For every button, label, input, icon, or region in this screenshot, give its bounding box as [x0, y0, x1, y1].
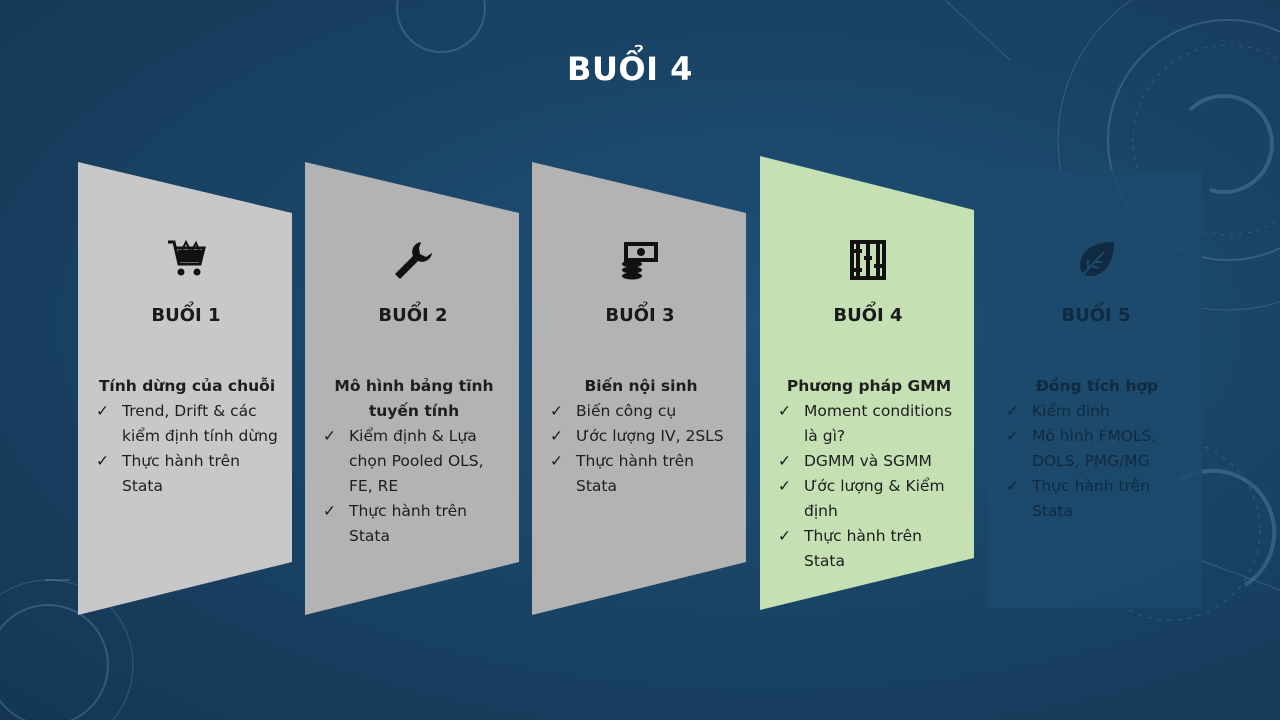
- card-list: ✓Biến công cụ ✓Ước lượng IV, 2SLS ✓Thực …: [548, 399, 738, 499]
- list-item: ✓Ước lượng IV, 2SLS: [548, 424, 738, 449]
- card-shape: [988, 170, 1202, 608]
- list-item: ✓Kiểm định: [1004, 399, 1194, 424]
- card-background: [532, 162, 746, 615]
- card-content: Đồng tích hợp ✓Kiểm định ✓Mô hình FMOLS,…: [1004, 374, 1194, 524]
- card-title: BUỔI 3: [605, 305, 675, 326]
- checkmark-icon: ✓: [1006, 402, 1019, 420]
- card-title: BUỔI 1: [151, 305, 221, 326]
- checkmark-icon: ✓: [550, 402, 563, 420]
- card-shape: [760, 156, 974, 610]
- list-item: ✓Biến công cụ: [548, 399, 738, 424]
- card-content: Phương pháp GMM ✓Moment conditions là gì…: [776, 374, 966, 574]
- list-item: ✓Trend, Drift & các kiểm định tính dừng: [94, 399, 284, 449]
- session-card-1: BUỔI 1 Tính dừng của chuỗi ✓Trend, Drift…: [78, 0, 294, 720]
- session-card-2: BUỔI 2 Mô hình bảng tĩnh tuyến tính ✓Kiể…: [305, 0, 521, 720]
- card-background: [305, 162, 519, 615]
- card-background: [78, 162, 292, 615]
- checkmark-icon: ✓: [323, 502, 336, 520]
- session-card-4: BUỔI 4 Phương pháp GMM ✓Moment condition…: [760, 0, 976, 720]
- card-heading: Mô hình bảng tĩnh tuyến tính: [334, 377, 494, 420]
- checkmark-icon: ✓: [96, 452, 109, 470]
- card-content: Tính dừng của chuỗi ✓Trend, Drift & các …: [94, 374, 284, 499]
- money-coins-icon: [532, 238, 748, 284]
- card-title: BUỔI 4: [833, 305, 903, 326]
- card-title: BUỔI 2: [378, 305, 448, 326]
- checkmark-icon: ✓: [1006, 477, 1019, 495]
- leaf-icon: [988, 238, 1204, 284]
- shopping-cart-icon: [78, 238, 294, 284]
- card-heading: Phương pháp GMM: [786, 377, 952, 395]
- card-shape: [305, 162, 519, 615]
- card-list: ✓Kiểm định ✓Mô hình FMOLS, DOLS, PMG/MG …: [1004, 399, 1194, 524]
- card-content: Mô hình bảng tĩnh tuyến tính ✓Kiểm định …: [321, 374, 511, 549]
- card-list: ✓Trend, Drift & các kiểm định tính dừng …: [94, 399, 284, 499]
- card-list: ✓Kiểm định & Lựa chọn Pooled OLS, FE, RE…: [321, 424, 511, 549]
- list-item: ✓Thực hành trên Stata: [94, 449, 284, 499]
- checkmark-icon: ✓: [778, 402, 791, 420]
- card-background: [760, 156, 974, 610]
- list-item: ✓Ước lượng & Kiểm định: [776, 474, 966, 524]
- list-item: ✓Thực hành trên Stata: [776, 524, 966, 574]
- list-item: ✓Mô hình FMOLS, DOLS, PMG/MG: [1004, 424, 1194, 474]
- session-card-5: BUỔI 5 Đồng tích hợp ✓Kiểm định ✓Mô hình…: [988, 0, 1204, 720]
- abacus-icon: [760, 238, 976, 284]
- card-title: BUỔI 5: [1061, 305, 1131, 326]
- checkmark-icon: ✓: [550, 452, 563, 470]
- card-shape: [532, 162, 746, 615]
- list-item: ✓Kiểm định & Lựa chọn Pooled OLS, FE, RE: [321, 424, 511, 499]
- checkmark-icon: ✓: [550, 427, 563, 445]
- checkmark-icon: ✓: [96, 402, 109, 420]
- list-item: ✓DGMM và SGMM: [776, 449, 966, 474]
- slide-title: BUỔI 4: [567, 50, 693, 88]
- checkmark-icon: ✓: [778, 477, 791, 495]
- checkmark-icon: ✓: [778, 452, 791, 470]
- card-background: [988, 170, 1202, 608]
- card-heading: Đồng tích hợp: [1035, 377, 1159, 395]
- list-item: ✓Thực hành trên Stata: [548, 449, 738, 499]
- checkmark-icon: ✓: [778, 527, 791, 545]
- session-card-3: BUỔI 3 Biến nội sinh ✓Biến công cụ ✓Ước …: [532, 0, 748, 720]
- list-item: ✓Moment conditions là gì?: [776, 399, 966, 449]
- checkmark-icon: ✓: [323, 427, 336, 445]
- list-item: ✓Thực hành trên Stata: [1004, 474, 1194, 524]
- card-heading: Tính dừng của chuỗi: [98, 377, 276, 395]
- card-content: Biến nội sinh ✓Biến công cụ ✓Ước lượng I…: [548, 374, 738, 499]
- card-shape: [78, 162, 292, 615]
- checkmark-icon: ✓: [1006, 427, 1019, 445]
- wrench-icon: [305, 238, 521, 284]
- card-list: ✓Moment conditions là gì? ✓DGMM và SGMM …: [776, 399, 966, 574]
- list-item: ✓Thực hành trên Stata: [321, 499, 511, 549]
- card-heading: Biến nội sinh: [584, 377, 698, 395]
